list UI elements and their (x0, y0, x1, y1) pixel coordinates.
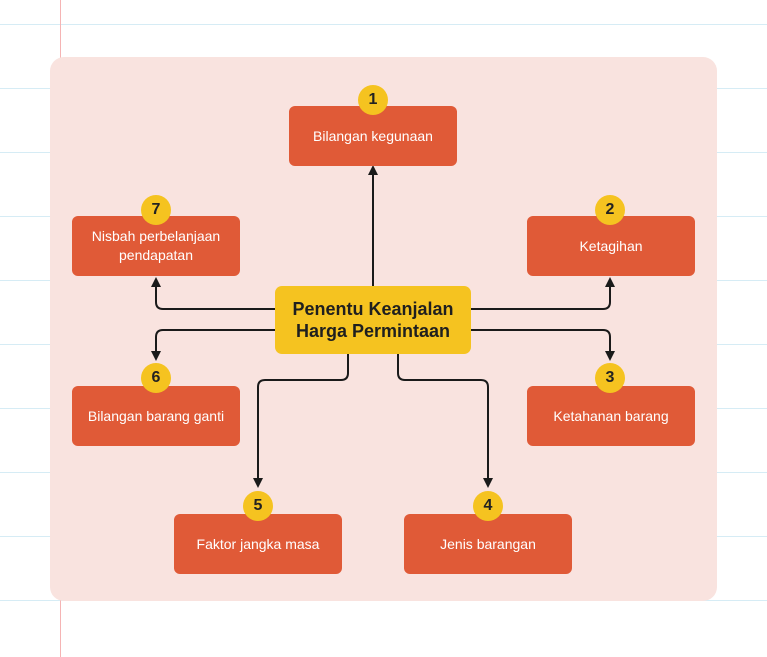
node-2-label: Ketagihan (579, 237, 643, 254)
badge-5: 5 (243, 491, 273, 521)
node-6-label: Bilangan barang ganti (87, 407, 225, 424)
connector-to-node-4 (397, 354, 493, 488)
node-3-label: Ketahanan barang (553, 407, 669, 424)
center-node-label: Penentu Keanjalan Harga Permintaan (292, 299, 454, 341)
node-4-label: Jenis barangan (440, 535, 536, 552)
connector-to-node-6 (151, 329, 275, 361)
connector-to-node-2 (471, 277, 615, 310)
connector-to-node-7 (151, 277, 275, 310)
node-1: Bilangan kegunaan (289, 106, 457, 166)
node-6: Bilangan barang ganti (72, 386, 240, 446)
ruled-line (0, 24, 767, 25)
node-7-label: Nisbah perbelanjaan pendapatan (91, 228, 221, 263)
badge-7: 7 (141, 195, 171, 225)
node-4: Jenis barangan (404, 514, 572, 574)
badge-2-number: 2 (605, 201, 615, 218)
connector-to-node-5 (253, 354, 349, 488)
badge-1: 1 (358, 85, 388, 115)
badge-6: 6 (141, 363, 171, 393)
badge-4-number: 4 (483, 497, 493, 514)
badge-6-number: 6 (151, 369, 161, 386)
badge-3-number: 3 (605, 369, 615, 386)
node-2: Ketagihan (527, 216, 695, 276)
badge-4: 4 (473, 491, 503, 521)
badge-1-number: 1 (368, 91, 378, 108)
center-node: Penentu Keanjalan Harga Permintaan (275, 286, 471, 354)
node-3: Ketahanan barang (527, 386, 695, 446)
badge-2: 2 (595, 195, 625, 225)
node-5: Faktor jangka masa (174, 514, 342, 574)
node-7: Nisbah perbelanjaan pendapatan (72, 216, 240, 276)
node-5-label: Faktor jangka masa (196, 535, 320, 552)
badge-5-number: 5 (253, 497, 263, 514)
badge-7-number: 7 (151, 201, 161, 218)
node-1-label: Bilangan kegunaan (313, 127, 433, 144)
connector-to-node-3 (471, 329, 615, 361)
badge-3: 3 (595, 363, 625, 393)
